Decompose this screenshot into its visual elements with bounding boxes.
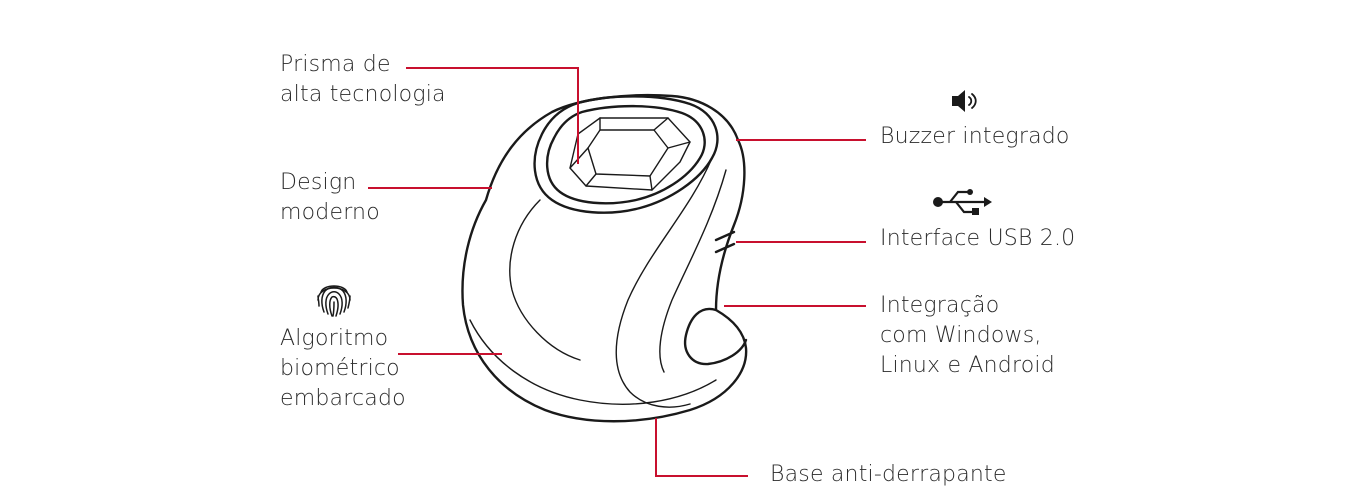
usb-cable [714, 230, 736, 254]
callout-prism [406, 67, 579, 164]
label-algorithm-line-3: embarcado [280, 386, 406, 411]
fingerprint-reader-device [461, 93, 748, 423]
rear-grip [683, 307, 748, 366]
label-prism: Prisma de alta tecnologia [280, 50, 446, 110]
label-design-line-1: Design [280, 170, 357, 195]
side-sweep-2 [659, 169, 727, 373]
label-usb-line-1: Interface USB 2.0 [880, 226, 1076, 251]
label-buzzer: Buzzer integrado [880, 122, 1070, 152]
device-body-outline [461, 93, 748, 423]
prism-rim-outer [533, 95, 719, 214]
label-algorithm-line-2: biométrico [280, 356, 400, 381]
label-prism-line-2: alta tecnologia [280, 82, 446, 107]
prism-glass-inner [587, 129, 669, 177]
label-integration-line-3: Linux e Android [880, 353, 1055, 378]
label-design-line-2: moderno [280, 200, 380, 225]
side-sweep [615, 157, 713, 408]
label-buzzer-line-1: Buzzer integrado [880, 124, 1070, 149]
label-algorithm-line-1: Algoritmo [280, 326, 389, 351]
label-base-line-1: Base anti-derrapante [770, 462, 1007, 487]
callout-base [655, 418, 748, 477]
prism-rim-inner [545, 104, 706, 205]
prism-glass [569, 117, 691, 191]
usb-icon [933, 189, 992, 215]
label-prism-line-1: Prisma de [280, 52, 391, 77]
lower-contour [469, 319, 717, 405]
label-algorithm: Algoritmo biométrico embarcado [280, 324, 406, 414]
label-design: Design moderno [280, 168, 380, 228]
label-integration-line-2: com Windows, [880, 323, 1042, 348]
label-integration-line-1: Integração [880, 293, 1000, 318]
fingerprint-icon [317, 285, 351, 317]
label-integration: Integração com Windows, Linux e Android [880, 291, 1055, 381]
speaker-icon [952, 90, 977, 112]
label-usb: Interface USB 2.0 [880, 224, 1075, 254]
label-base: Base anti-derrapante [770, 460, 1007, 490]
front-contour [509, 199, 581, 361]
